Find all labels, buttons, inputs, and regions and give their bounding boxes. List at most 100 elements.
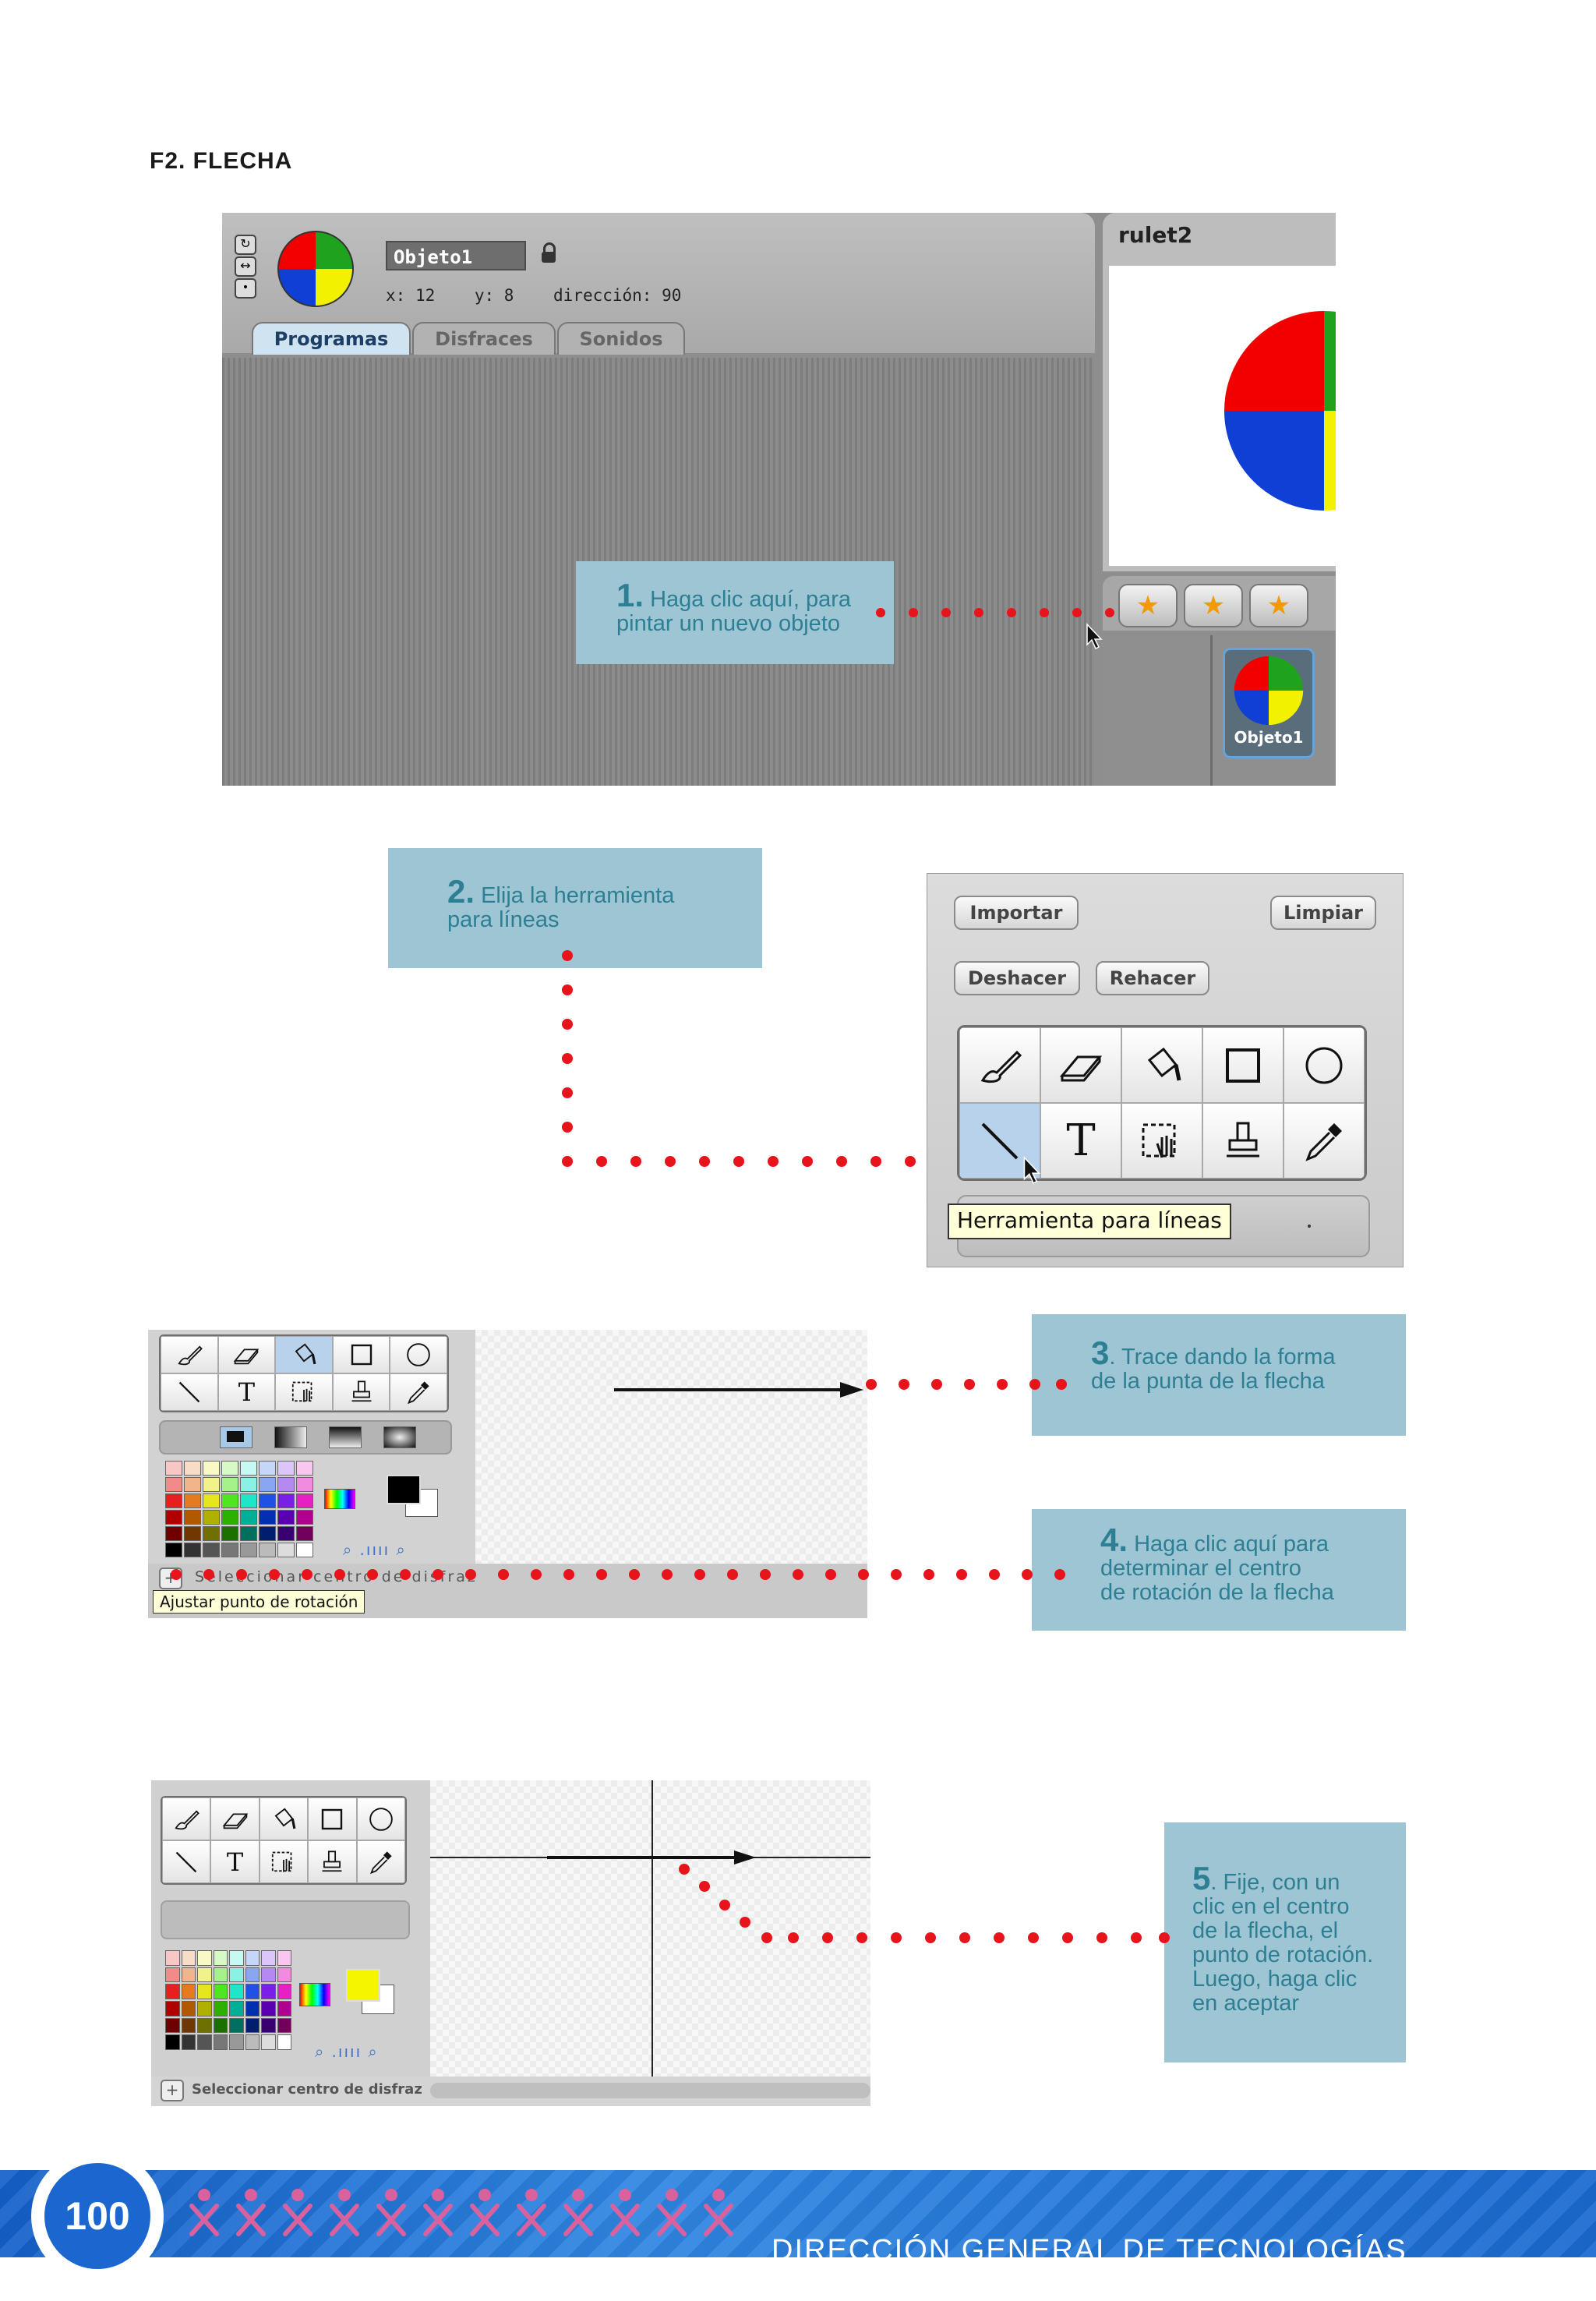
zoom-slider[interactable]: ⌕ .ıııı ⌕ [343,1540,407,1559]
color-spectrum-icon[interactable] [299,1983,330,2006]
folder-sprite-icon[interactable]: ★ [1184,584,1243,627]
roulette-sprite[interactable] [1223,309,1336,512]
redo-button[interactable]: Rehacer [1096,961,1209,995]
sprite-info-panel: ↻ ↔ • Objeto1 x: 12 y: 8 dirección: 90 P… [222,213,1095,355]
color-palette[interactable] [165,1461,313,1557]
people-figures-icon [189,2189,733,2236]
paint-editor-screenshot-3: T ⌕ .ıııı ⌕ + Seleccionar centro de disf… [148,1330,867,1618]
ellipse-icon[interactable] [390,1336,447,1373]
dotted-line-4 [171,1569,1065,1580]
ellipse-icon[interactable] [1284,1027,1365,1103]
line-icon[interactable] [162,1840,211,1883]
fill-bucket-icon[interactable] [275,1336,333,1373]
select-icon[interactable] [1121,1103,1202,1179]
new-sprite-bar: ★ ★ ★ [1103,576,1336,631]
tab-sonidos[interactable]: Sonidos [557,322,685,355]
fill-horizontal-gradient-icon[interactable] [274,1426,307,1448]
paint-editor-screenshot-4: T ⌕ .ıııı ⌕ + Seleccionar centro de disf… [151,1780,870,2106]
stage-canvas[interactable] [1109,266,1336,566]
drawing-canvas[interactable] [430,1780,870,2077]
no-rotate-icon[interactable]: • [235,278,256,299]
sprite-list: Objeto1 [1103,635,1336,786]
sprite-name-field[interactable]: Objeto1 [386,241,526,270]
drawing-canvas[interactable] [475,1330,867,1564]
stage-panel: rulet2 [1103,213,1336,571]
eraser-icon[interactable] [217,1336,276,1373]
select-icon[interactable] [275,1373,333,1411]
rectangle-icon[interactable] [308,1797,357,1840]
foreground-color-swatch[interactable] [387,1475,421,1504]
stage-title: rulet2 [1118,222,1193,248]
text-icon[interactable]: T [217,1373,276,1411]
rotation-tooltip: Ajustar punto de rotación [153,1590,365,1614]
surprise-sprite-icon[interactable]: ★ [1249,584,1308,627]
text-icon[interactable]: T [1040,1103,1121,1179]
eraser-icon[interactable] [1040,1027,1121,1103]
sprite-list-divider [1210,635,1213,786]
line-icon[interactable] [161,1373,218,1411]
paintbrush-icon[interactable] [161,1336,218,1373]
lock-shackle [543,242,556,254]
line-icon[interactable] [959,1103,1040,1179]
import-button[interactable]: Importar [954,896,1079,930]
paintbrush-icon[interactable] [162,1797,211,1840]
fill-vertical-gradient-icon[interactable] [329,1426,362,1448]
footer-bar [0,2170,1596,2257]
eyedropper-icon[interactable] [390,1373,447,1411]
sprite-thumbnail-icon [277,231,354,307]
sprite-coords: x: 12 y: 8 dirección: 90 [386,286,682,305]
tab-disfraces[interactable]: Disfraces [412,322,556,355]
left-right-icon[interactable]: ↔ [235,256,256,277]
tool-options-dot [1308,1225,1311,1228]
color-spectrum-icon[interactable] [324,1489,355,1509]
text-icon[interactable]: T [210,1840,260,1883]
stamp-icon[interactable] [332,1373,390,1411]
paintbrush-icon[interactable] [959,1027,1040,1103]
dotted-line-2 [562,950,950,1167]
clear-button[interactable]: Limpiar [1270,896,1376,930]
rectangle-icon[interactable] [1202,1027,1284,1103]
cursor-icon [1023,1156,1041,1184]
sprite-tile[interactable]: Objeto1 [1223,648,1315,758]
fill-style-bar [159,1420,452,1454]
fill-bucket-icon[interactable] [1121,1027,1202,1103]
paint-sprite-icon[interactable]: ★ [1118,584,1178,627]
rotate-all-icon[interactable]: ↻ [235,235,256,255]
line-tool-tooltip: Herramienta para líneas [948,1204,1231,1239]
arrow-shape [614,1382,863,1398]
undo-button[interactable]: Deshacer [954,961,1080,995]
tool-grid-small: T [159,1334,449,1412]
eraser-icon[interactable] [210,1797,260,1840]
foreground-color-swatch[interactable] [346,1969,380,2002]
eyedropper-icon[interactable] [1284,1103,1365,1179]
lock-icon[interactable] [542,252,556,263]
tool-grid-small: T [161,1796,407,1885]
tab-programas[interactable]: Programas [252,322,411,355]
rotation-center-vertical-guide [651,1780,653,2077]
tool-options-bar [161,1900,410,1939]
scrollbar[interactable] [430,2083,870,2098]
section-title: F2. FLECHA [150,148,293,174]
select-icon[interactable] [259,1840,309,1883]
ellipse-icon[interactable] [356,1797,405,1840]
fill-radial-gradient-icon[interactable] [383,1426,416,1448]
set-center-icon[interactable]: + [159,1568,182,1589]
color-palette[interactable] [165,1950,291,2050]
zoom-slider[interactable]: ⌕ .ıııı ⌕ [315,2042,379,2061]
set-center-label: Seleccionar centro de disfraz [192,2081,422,2098]
rectangle-icon[interactable] [332,1336,390,1373]
tool-grid: T [957,1025,1367,1181]
set-center-icon[interactable]: + [161,2080,184,2101]
stamp-icon[interactable] [308,1840,357,1883]
footer-pattern [0,2170,1596,2257]
sprite-tile-label: Objeto1 [1234,728,1304,747]
fill-solid-icon[interactable] [220,1426,252,1448]
paint-editor-panel: Importar Limpiar Deshacer Rehacer T [927,873,1404,1267]
stamp-icon[interactable] [1202,1103,1284,1179]
fill-bucket-icon[interactable] [259,1797,309,1840]
eyedropper-icon[interactable] [356,1840,405,1883]
page-number-badge: 100 [31,2150,164,2282]
